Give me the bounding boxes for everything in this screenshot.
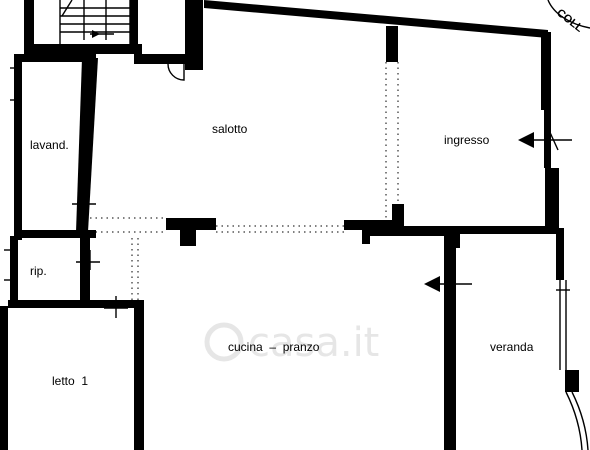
- room-label-veranda: veranda: [490, 340, 534, 354]
- details: [4, 0, 589, 450]
- room-label-cucina-pranzo: cucina – pranzo: [228, 340, 320, 354]
- room-label-ripostiglio: rip.: [30, 264, 47, 278]
- room-label-lavanderia: lavand.: [30, 138, 69, 152]
- entrance-arrow-ingresso: [518, 127, 572, 151]
- room-label-ingresso: ingresso: [444, 133, 490, 147]
- watermark-text: casa.it: [248, 320, 379, 366]
- stamp: COLL: [547, 0, 590, 35]
- room-label-salotto: salotto: [212, 122, 248, 136]
- stamp-text: COLL: [554, 7, 585, 35]
- watermark: casa.it: [204, 320, 379, 366]
- staircase: [59, 0, 131, 44]
- room-label-letto: letto 1: [52, 374, 88, 388]
- entrance-arrow-kitchen: [424, 276, 472, 292]
